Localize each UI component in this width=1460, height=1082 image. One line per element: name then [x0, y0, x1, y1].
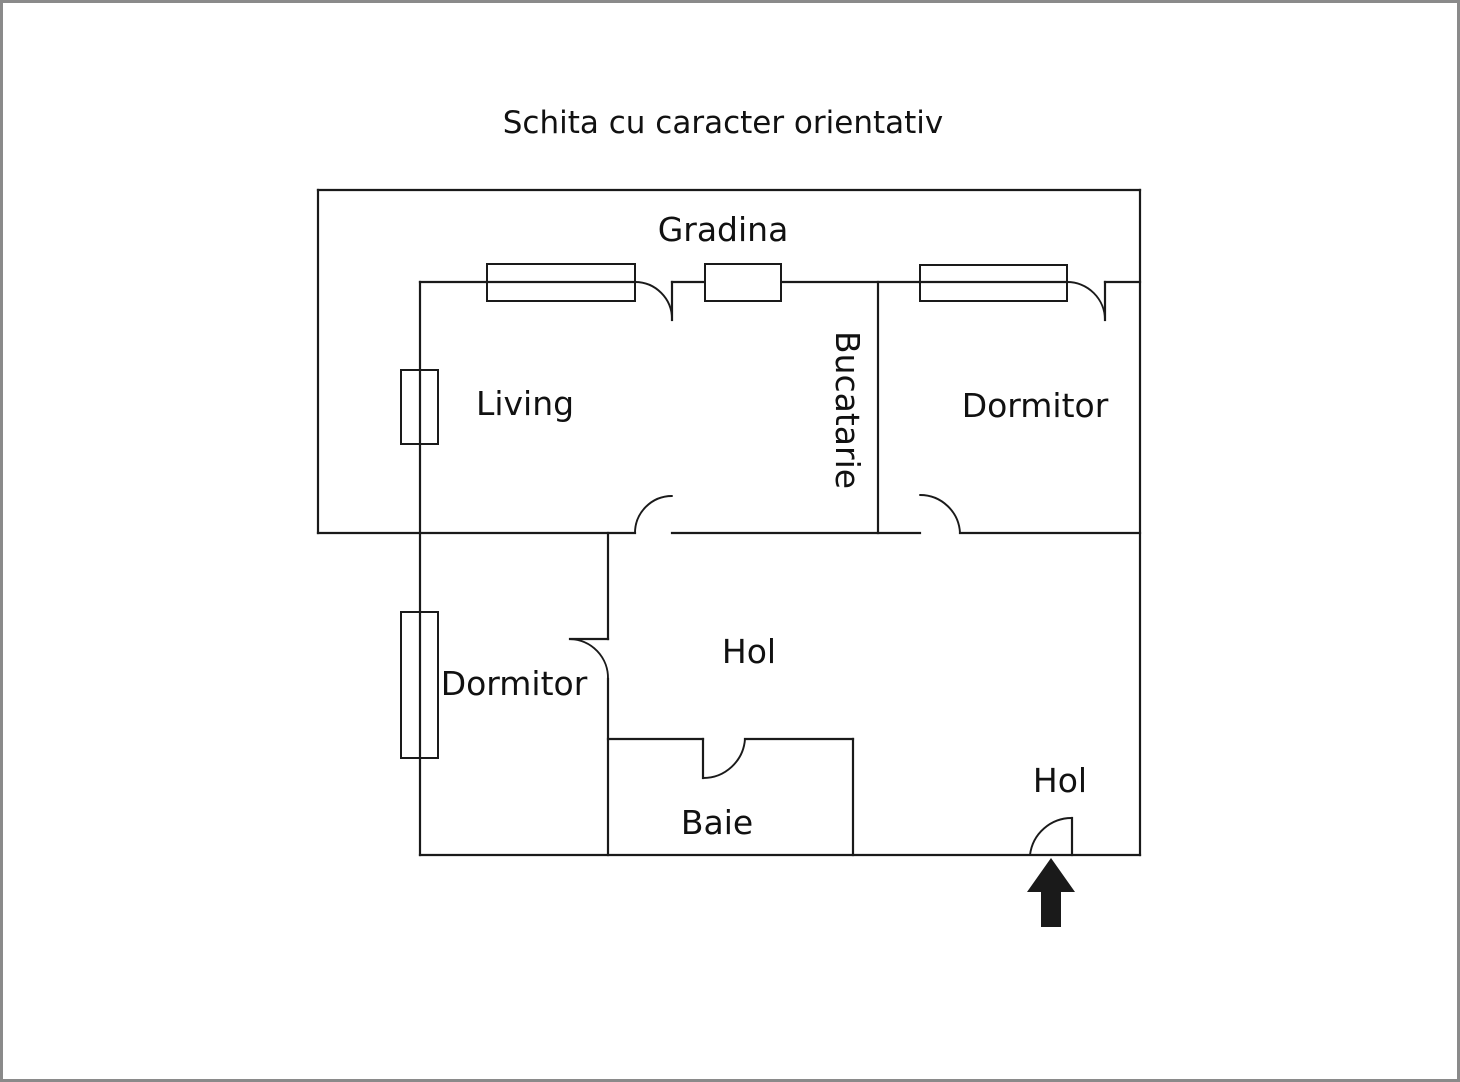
room-label-baie: Baie — [681, 803, 753, 842]
room-label-bucatarie: Bucatarie — [828, 331, 867, 489]
window-living-nord — [485, 263, 637, 302]
window-living-vest — [400, 368, 439, 446]
room-labels-group: Gradina Living Bucatarie Dormitor Hol Do… — [441, 210, 1109, 842]
doors-group — [569, 281, 1106, 856]
door-living-hol-arc — [634, 495, 673, 534]
room-label-dormitor-nord: Dormitor — [962, 386, 1109, 425]
window-dormitor-vest — [400, 610, 439, 760]
windows-group — [400, 263, 1069, 760]
door-dormitor-nord-arc — [1066, 281, 1106, 321]
door-intrare-arc — [1029, 817, 1073, 856]
page-title: Schita cu caracter orientativ — [503, 105, 944, 141]
room-label-hol-intrare: Hol — [1033, 761, 1087, 800]
door-dormitor-sud-arc — [569, 638, 609, 680]
room-label-dormitor-sud: Dormitor — [441, 664, 588, 703]
window-bucatarie-nord — [704, 263, 782, 302]
room-label-hol-central: Hol — [722, 632, 776, 671]
room-label-gradina: Gradina — [658, 210, 789, 249]
door-bucatarie-hol-arc — [919, 494, 961, 534]
room-label-living: Living — [476, 384, 574, 423]
window-dormitor-nord — [918, 264, 1069, 302]
door-living-nord-arc — [634, 281, 673, 320]
entrance-arrow-icon — [1027, 858, 1075, 927]
door-baie-arc — [702, 738, 746, 779]
